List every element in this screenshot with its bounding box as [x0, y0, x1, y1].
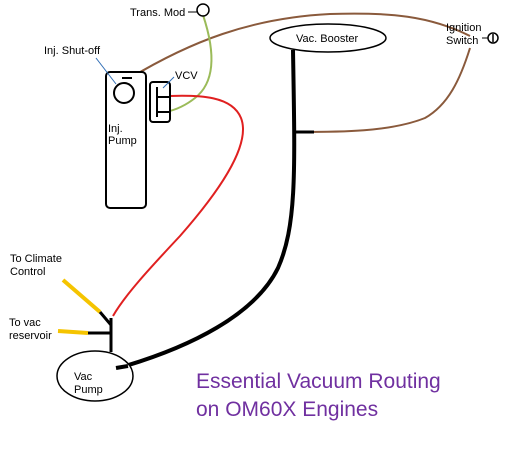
inj-shutoff-label: Inj. Shut-off: [44, 45, 101, 57]
inj-pump-label-line1: Inj.: [108, 123, 123, 135]
trans-mod-to-vcv-line: [165, 14, 213, 113]
ignition-label-line2: Switch: [446, 35, 478, 47]
vac-pump-label-line1: Vac: [74, 371, 93, 383]
vcv-to-vacpump-line: [112, 94, 244, 317]
climate-control-line: [61, 278, 102, 314]
shutoff-to-ignition-line: [129, 12, 471, 79]
inj-shutoff-pointer: [95, 57, 117, 85]
vacpump-to-booster-line: [121, 49, 297, 369]
ignition-to-booster-line: [296, 47, 471, 133]
vcv-valve: [149, 81, 171, 123]
vacpump-outlet-stub: [115, 364, 129, 370]
injection-shutoff-valve: [113, 82, 135, 104]
vcv-pointer: [162, 76, 175, 89]
diagram-title-line2: on OM60X Engines: [196, 398, 378, 421]
climate-label-line2: Control: [10, 266, 45, 278]
reservoir-label-line2: reservoir: [9, 330, 52, 342]
reservoir-line: [57, 329, 89, 335]
vcv-label: VCV: [175, 70, 198, 82]
trans-mod-icon: [196, 3, 210, 17]
ignition-label-line1: Ignition: [446, 22, 481, 34]
trans-mod-label: Trans. Mod: [130, 7, 185, 19]
vacuum-booster: [269, 23, 387, 53]
reservoir-label-line1: To vac: [9, 317, 41, 329]
vac-pump-label-line2: Pump: [74, 384, 103, 396]
vcv-ports: [156, 87, 170, 117]
vacpump-tee-fitting: [88, 311, 113, 352]
diagram-title-line1: Essential Vacuum Routing: [196, 370, 441, 393]
climate-label-line1: To Climate: [10, 253, 62, 265]
vacuum-pump: [56, 350, 134, 402]
inj-pump-label-line2: Pump: [108, 135, 137, 147]
vac-booster-label: Vac. Booster: [296, 33, 358, 45]
injection-pump-body: [105, 71, 147, 209]
